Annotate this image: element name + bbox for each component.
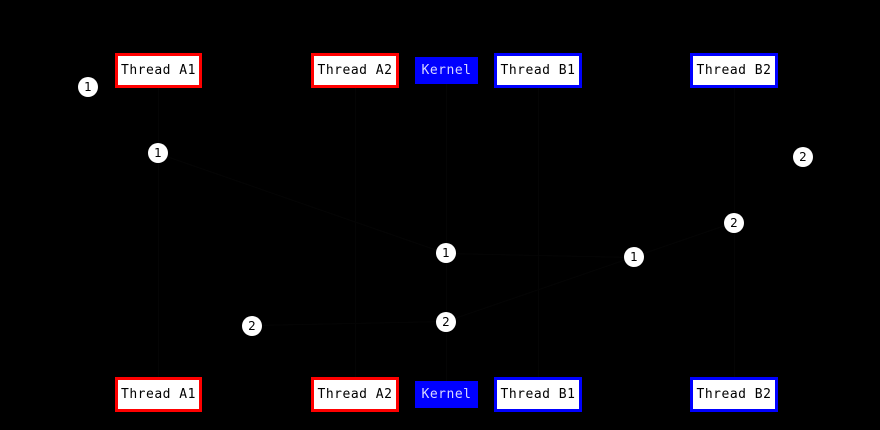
participant-thread-b2-top[interactable]: Thread B2	[690, 53, 778, 88]
participant-label: Thread A1	[121, 387, 196, 402]
marker-number: 2	[799, 150, 807, 164]
participant-thread-a2-top[interactable]: Thread A2	[311, 53, 399, 88]
message-arrow-kernel-to-b1	[445, 253, 634, 258]
participant-label: Kernel	[421, 63, 472, 78]
participant-thread-b1-top[interactable]: Thread B1	[494, 53, 582, 88]
participant-label: Kernel	[421, 387, 472, 402]
participant-kernel-top[interactable]: Kernel	[415, 57, 478, 84]
message-marker-m2[interactable]: 1	[148, 143, 168, 163]
participant-thread-b1-bottom[interactable]: Thread B1	[494, 377, 582, 412]
message-marker-m5[interactable]: 1	[436, 243, 456, 263]
message-marker-m4[interactable]: 2	[724, 213, 744, 233]
participant-label: Thread B2	[696, 387, 772, 402]
message-marker-m6[interactable]: 1	[624, 247, 644, 267]
marker-number: 1	[154, 146, 162, 160]
message-arrow-a1-to-kernel	[157, 153, 446, 254]
participant-label: Thread A1	[121, 63, 196, 78]
participant-label: Thread A2	[317, 387, 393, 402]
marker-number: 2	[730, 216, 738, 230]
marker-number: 1	[84, 80, 92, 94]
lifeline-thread-a2	[355, 88, 356, 377]
participant-label: Thread B1	[500, 387, 576, 402]
marker-number: 2	[442, 315, 450, 329]
message-marker-m7[interactable]: 2	[242, 316, 262, 336]
message-arrow-kernel-to-a2	[251, 321, 446, 326]
participant-label: Thread B2	[696, 63, 772, 78]
participant-kernel-bottom[interactable]: Kernel	[415, 381, 478, 408]
lifeline-thread-a1	[158, 88, 159, 377]
marker-number: 2	[248, 319, 256, 333]
marker-number: 1	[630, 250, 638, 264]
participant-thread-a2-bottom[interactable]: Thread A2	[311, 377, 399, 412]
participant-label: Thread A2	[317, 63, 393, 78]
message-marker-m1[interactable]: 1	[78, 77, 98, 97]
lifeline-thread-b1	[538, 88, 539, 377]
participant-thread-b2-bottom[interactable]: Thread B2	[690, 377, 778, 412]
participant-thread-a1-bottom[interactable]: Thread A1	[115, 377, 202, 412]
message-marker-m3[interactable]: 2	[793, 147, 813, 167]
lifeline-kernel	[446, 84, 447, 381]
participant-thread-a1-top[interactable]: Thread A1	[115, 53, 202, 88]
message-marker-m8[interactable]: 2	[436, 312, 456, 332]
participant-label: Thread B1	[500, 63, 576, 78]
marker-number: 1	[442, 246, 450, 260]
message-arrow-b2-to-kernel	[445, 222, 734, 322]
